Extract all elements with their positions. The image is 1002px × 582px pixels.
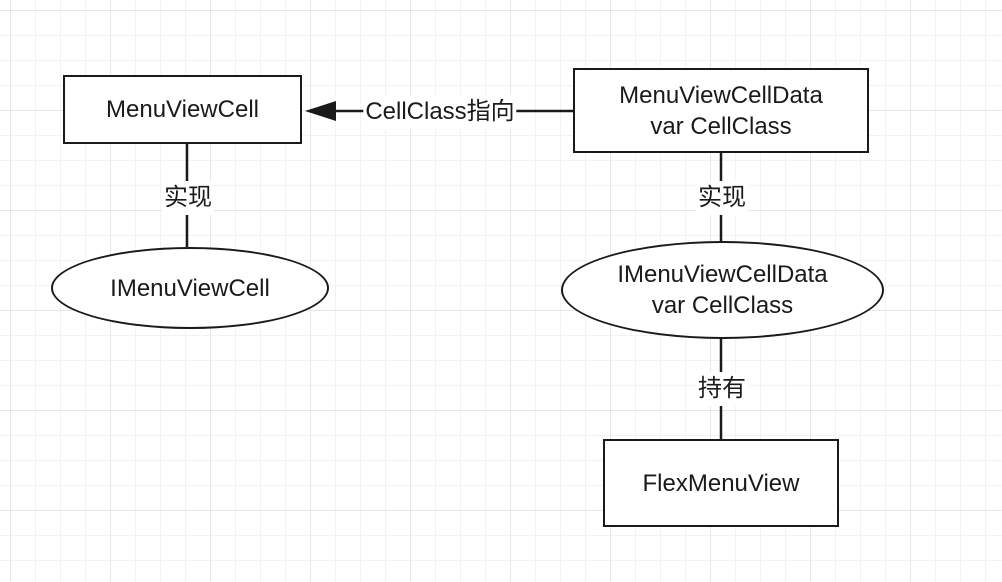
node-label-line: var CellClass <box>650 112 792 140</box>
node-label-line: MenuViewCellData <box>619 81 823 109</box>
node-flex-menu-view[interactable]: FlexMenuView <box>603 439 839 527</box>
node-label-line: MenuViewCell <box>106 96 259 123</box>
node-i-menu-view-cell[interactable]: IMenuViewCell <box>51 247 329 329</box>
arrowhead-icon <box>305 101 336 121</box>
node-menu-view-cell-data[interactable]: MenuViewCellData var CellClass <box>573 68 869 153</box>
node-label-line: IMenuViewCellData <box>617 261 828 288</box>
node-i-menu-view-cell-data[interactable]: IMenuViewCellData var CellClass <box>561 241 884 339</box>
node-menu-view-cell[interactable]: MenuViewCell <box>63 75 302 144</box>
node-label-line: FlexMenuView <box>642 469 800 497</box>
edge-label-cellclass: CellClass指向 <box>363 95 517 129</box>
edge-label-implements-left: 实现 <box>162 181 214 215</box>
node-label-line: IMenuViewCell <box>110 274 270 302</box>
edge-label-holds: 持有 <box>696 372 748 406</box>
node-label-line: var CellClass <box>651 292 794 319</box>
edge-label-implements-right: 实现 <box>696 181 748 215</box>
